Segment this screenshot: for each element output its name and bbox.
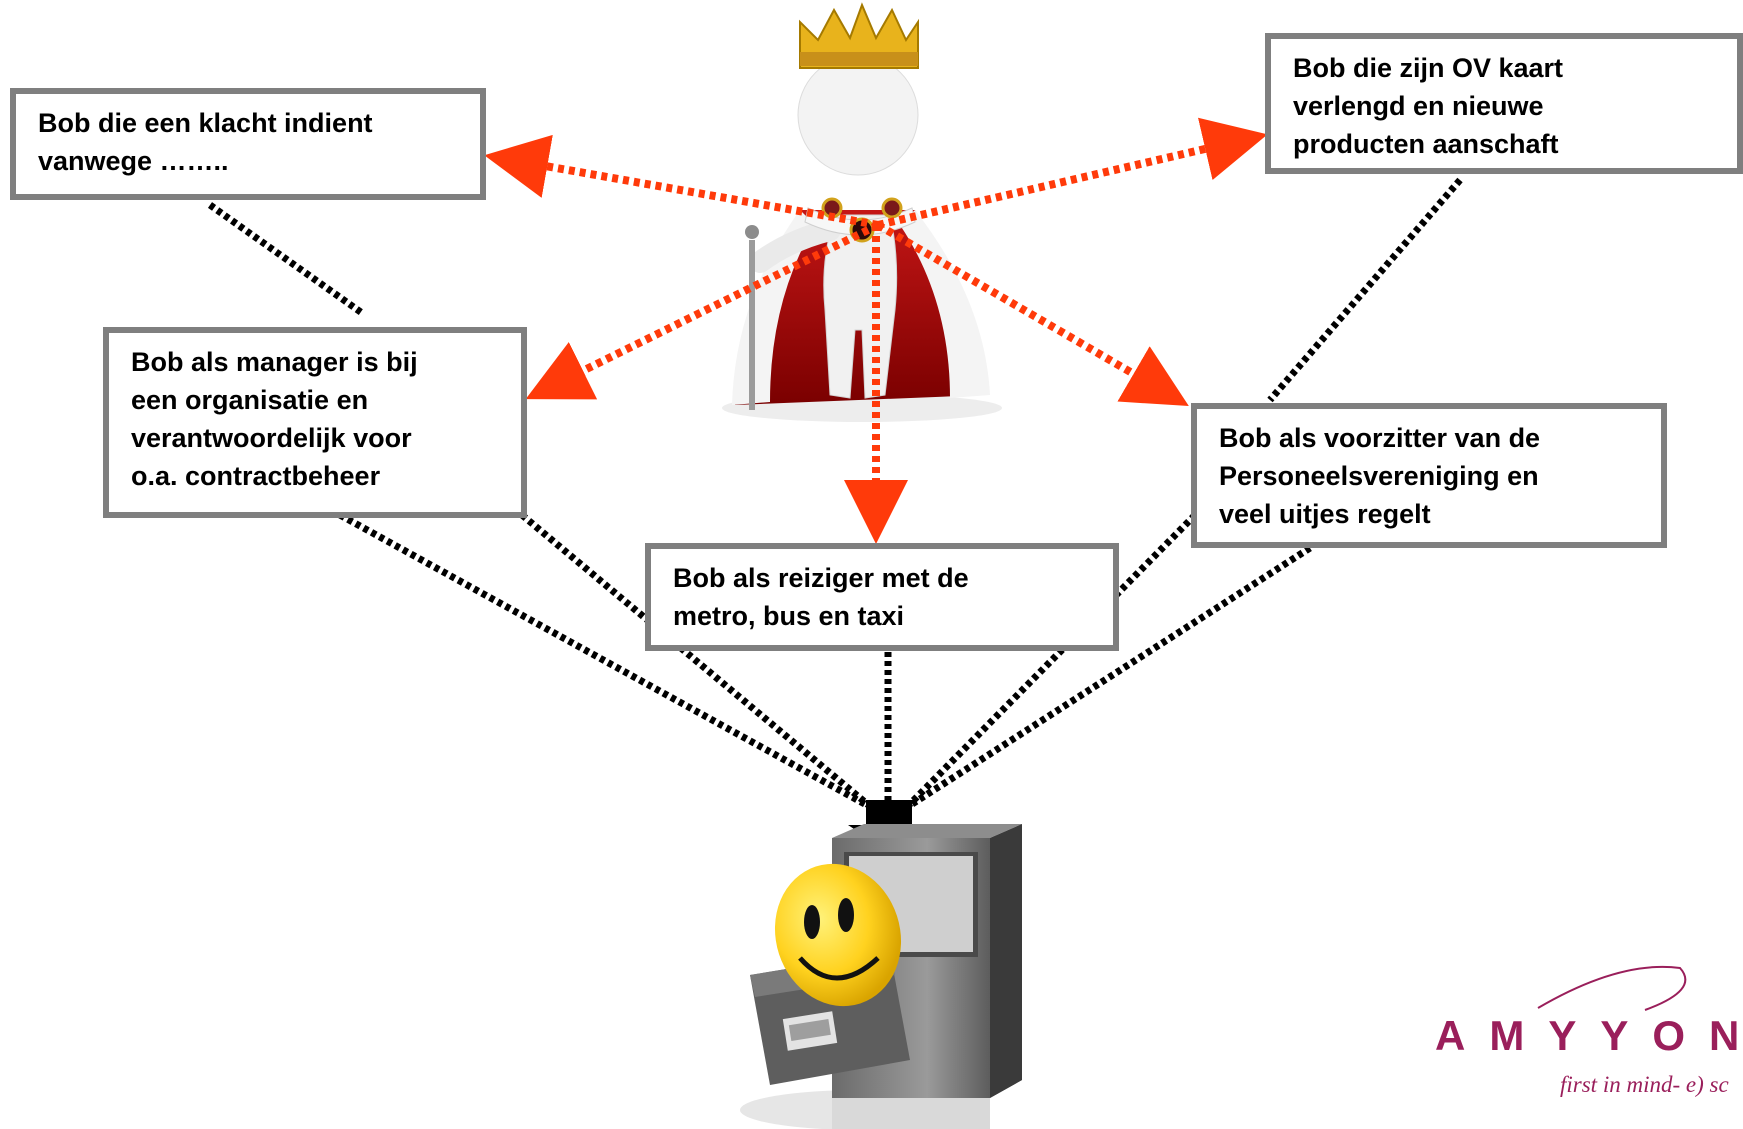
line-manager-left xyxy=(338,511,874,812)
king-figure-icon xyxy=(722,2,1002,422)
arrow-to-voorzitter xyxy=(875,221,1189,407)
arrow-to-ov xyxy=(877,117,1268,229)
filing-cabinet-icon xyxy=(740,824,1022,1129)
orange-dotted-arrows xyxy=(484,117,1268,544)
box-voorzitter: Bob als voorzitter van de Personeelsvere… xyxy=(1191,403,1667,548)
box-manager: Bob als manager is bij een organisatie e… xyxy=(103,327,527,518)
line-voorzitter-right xyxy=(904,545,1312,811)
line-ov xyxy=(1267,177,1463,403)
amyyon-logo: AMYYON first in mind- e) sc xyxy=(1435,965,1743,1097)
box-klacht: Bob die een klacht indient vanwege …….. xyxy=(10,88,486,200)
line-klacht xyxy=(207,202,365,316)
logo-name: AMYYON xyxy=(1435,1012,1743,1059)
line-voorzitter-left xyxy=(903,512,1198,811)
arrow-to-klacht xyxy=(484,134,879,229)
logo-tagline: first in mind- e) sc xyxy=(1560,1072,1729,1097)
black-dotted-lines xyxy=(207,177,1463,812)
smiley-icon xyxy=(774,863,902,1007)
box-reiziger: Bob als reiziger met de metro, bus en ta… xyxy=(645,543,1119,651)
box-ov-kaart: Bob die zijn OV kaart verlengd en nieuwe… xyxy=(1265,33,1743,174)
line-manager-right xyxy=(519,512,875,811)
arrow-to-manager xyxy=(525,221,880,400)
